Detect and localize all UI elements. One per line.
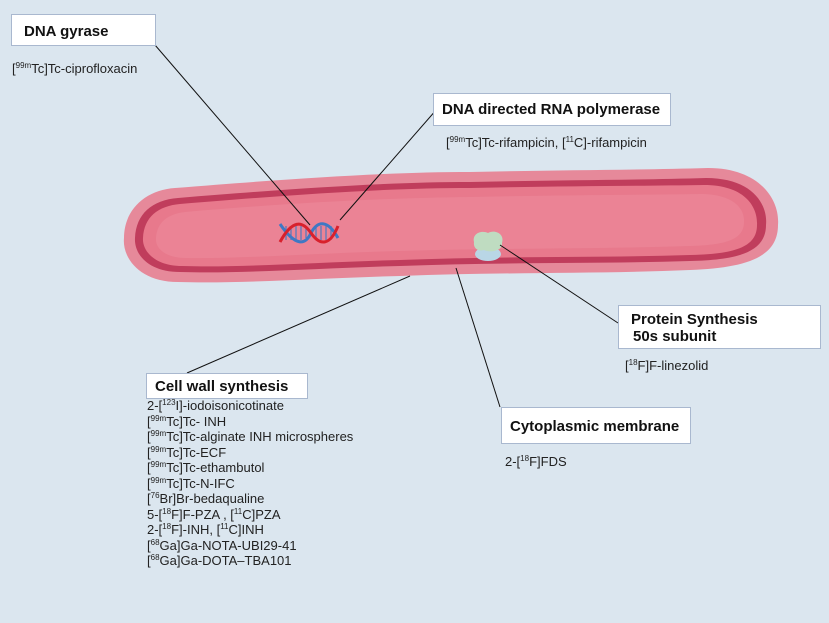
rna-polymerase-label-box: DNA directed RNA polymerase	[433, 93, 671, 126]
dna-gyrase-tracer-list: [99mTc]Tc-ciprofloxacin	[12, 60, 137, 78]
tracer-text: F]-INH, [	[171, 522, 221, 537]
dna-helix-icon	[278, 222, 340, 244]
isotope-mass-number: 99m	[150, 460, 167, 469]
cell-wall-label: Cell wall synthesis	[155, 378, 289, 395]
tracer-item: 2-[123I]-iodoisonicotinate	[147, 398, 353, 414]
tracer-item: [99mTc]Tc-rifampicin, [11C]-rifampicin	[446, 134, 647, 152]
tracer-text: C]-rifampicin	[573, 135, 647, 150]
leader-rna-polymerase	[339, 108, 438, 221]
tracer-item: [99mTc]Tc-N-IFC	[147, 476, 353, 492]
tracer-text: Tc]Tc-N-IFC	[166, 475, 235, 491]
tracer-text: Tc]Tc-alginate INH microspheres	[166, 429, 354, 444]
isotope-mass-number: 18	[628, 358, 638, 367]
tracer-item: 5-[18F]F-PZA , [11C]PZA	[147, 507, 353, 523]
tracer-text: [	[147, 429, 151, 444]
tracer-text: Tc]Tc-ciprofloxacin	[31, 61, 138, 76]
dna-gyrase-label-box: DNA gyrase	[11, 14, 156, 46]
tracer-item: [99mTc]Tc-ciprofloxacin	[12, 60, 137, 78]
rna-polymerase-tracer-list: [99mTc]Tc-rifampicin, [11C]-rifampicin	[446, 134, 647, 152]
isotope-mass-number: 18	[520, 454, 530, 463]
protein-synthesis-label-box: Protein Synthesis 50s subunit	[618, 305, 821, 349]
tracer-item: 2-[18F]FDS	[505, 453, 567, 471]
isotope-mass-number: 68	[150, 537, 160, 547]
isotope-mass-number: 99m	[150, 413, 167, 423]
tracer-text: Ga]Ga-DOTA–TBA101	[159, 553, 292, 568]
tracer-text: Tc]Tc-ethambutol	[166, 460, 265, 475]
cytoplasmic-membrane-tracer-list: 2-[18F]FDS	[505, 453, 567, 471]
leader-dna-gyrase	[154, 44, 311, 226]
protein-synthesis-tracer-list: [18F]F-linezolid	[625, 357, 708, 375]
tracer-text: [	[147, 491, 151, 506]
tracer-text: Tc]Tc-rifampicin, [	[465, 135, 566, 150]
tracer-text: 2-[	[505, 454, 521, 469]
ribosome-icon	[473, 231, 503, 261]
tracer-item: [18F]F-linezolid	[625, 357, 708, 375]
tracer-text: C]PZA	[242, 506, 281, 522]
tracer-text: [	[147, 413, 151, 429]
isotope-mass-number: 11	[233, 506, 243, 516]
tracer-text: F]FDS	[529, 454, 567, 469]
leader-cytoplasmic-membrane	[455, 267, 501, 408]
tracer-text: [	[446, 135, 450, 150]
cell-wall-tracer-list: 2-[123I]-iodoisonicotinate[99mTc]Tc- INH…	[147, 398, 353, 569]
tracer-text: [	[147, 444, 151, 460]
tracer-text: [	[147, 460, 151, 475]
tracer-text: I]-iodoisonicotinate	[175, 398, 284, 413]
isotope-mass-number: 18	[162, 506, 172, 516]
tracer-text: F]F-PZA , [	[171, 506, 234, 522]
leader-protein-synthesis	[499, 244, 619, 324]
isotope-mass-number: 99m	[150, 444, 167, 454]
tracer-text: [	[12, 61, 16, 76]
tracer-item: [68Ga]Ga-DOTA–TBA101	[147, 553, 353, 569]
cytoplasmic-membrane-label-box: Cytoplasmic membrane	[501, 407, 691, 444]
tracer-item: [99mTc]Tc-ECF	[147, 445, 353, 461]
isotope-mass-number: 11	[565, 135, 574, 144]
protein-synthesis-label-line2: 50s subunit	[633, 328, 717, 345]
tracer-item: 2-[18F]-INH, [11C]INH	[147, 522, 353, 538]
tracer-text: [	[147, 475, 151, 491]
isotope-mass-number: 68	[150, 553, 160, 562]
isotope-mass-number: 76	[150, 491, 160, 500]
tracer-text: [	[625, 358, 629, 373]
tracer-text: Tc]Tc- INH	[166, 413, 227, 429]
tracer-text: [	[147, 553, 151, 568]
isotope-mass-number: 99m	[150, 475, 167, 485]
tracer-text: Br]Br-bedaqualine	[159, 491, 265, 506]
tracer-item: [68Ga]Ga-NOTA-UBI29-41	[147, 538, 353, 554]
tracer-text: 5-[	[147, 506, 163, 522]
isotope-mass-number: 99m	[449, 135, 466, 144]
bacterium	[123, 168, 779, 283]
cytoplasmic-membrane-label: Cytoplasmic membrane	[510, 418, 680, 435]
tracer-text: Ga]Ga-NOTA-UBI29-41	[159, 537, 297, 553]
rna-polymerase-label: DNA directed RNA polymerase	[442, 101, 661, 118]
leader-cell-wall	[186, 275, 411, 374]
isotope-mass-number: 18	[162, 522, 172, 531]
isotope-mass-number: 11	[220, 522, 229, 531]
tracer-item: [76Br]Br-bedaqualine	[147, 491, 353, 507]
tracer-text: 2-[	[147, 398, 163, 413]
isotope-mass-number: 99m	[15, 61, 32, 70]
leader-lines	[154, 44, 619, 408]
dna-gyrase-label: DNA gyrase	[24, 23, 109, 40]
tracer-text: Tc]Tc-ECF	[166, 444, 227, 460]
tracer-item: [99mTc]Tc-ethambutol	[147, 460, 353, 476]
tracer-item: [99mTc]Tc- INH	[147, 414, 353, 430]
tracer-text: C]INH	[228, 522, 264, 537]
tracer-text: [	[147, 537, 151, 553]
tracer-item: [99mTc]Tc-alginate INH microspheres	[147, 429, 353, 445]
isotope-mass-number: 123	[162, 398, 176, 407]
protein-synthesis-label-line1: Protein Synthesis	[631, 311, 758, 328]
isotope-mass-number: 99m	[150, 429, 167, 438]
tracer-text: 2-[	[147, 522, 163, 537]
tracer-text: F]F-linezolid	[637, 358, 709, 373]
cell-wall-label-box: Cell wall synthesis	[146, 373, 308, 399]
